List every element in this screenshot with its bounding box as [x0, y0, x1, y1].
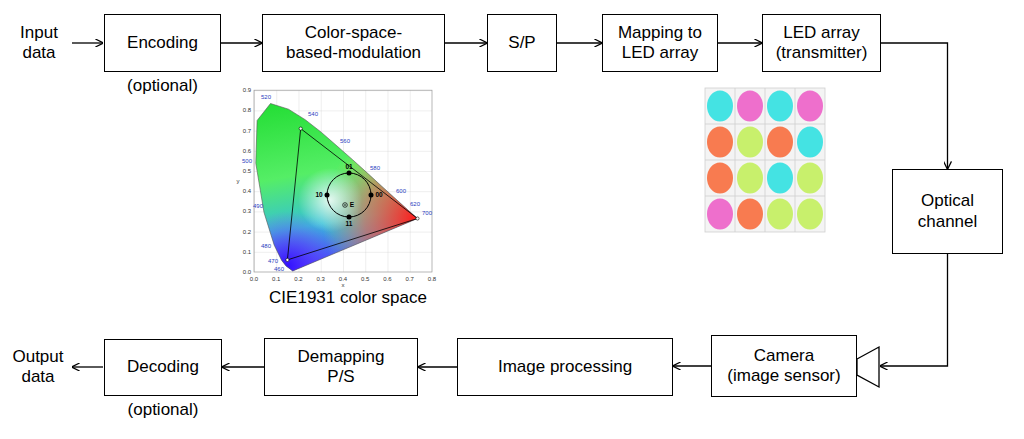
box-label: Color-space-based-modulation — [281, 23, 426, 64]
axis-tick: 0.7 — [243, 128, 251, 134]
flow-arrow — [445, 42, 487, 43]
box-label: Optical channel — [900, 191, 995, 232]
process-box: Color-space-based-modulation — [262, 14, 445, 72]
axis-name: y — [237, 178, 240, 184]
axis-tick: 0.2 — [243, 229, 251, 235]
axis-tick: 0.3 — [243, 208, 251, 214]
axis-tick: 0.5 — [361, 276, 369, 282]
axis-tick: 0.4 — [339, 276, 347, 282]
camera-lens — [857, 347, 879, 387]
constellation-label: 11 — [346, 221, 353, 228]
wavelength-label: 540 — [308, 111, 318, 117]
axis-tick: 0.5 — [243, 168, 251, 174]
axis-tick: 0.8 — [428, 276, 436, 282]
input-arrow — [72, 42, 103, 43]
flow-arrow — [881, 43, 948, 169]
process-box: Demapping P/S — [264, 338, 418, 396]
box-label: Mapping to LED array — [610, 23, 710, 64]
axis-tick: 0.0 — [243, 269, 251, 275]
wavelength-label: 480 — [261, 243, 271, 249]
wavelength-label: 470 — [268, 258, 278, 264]
wavelength-label: 700 — [422, 210, 432, 216]
output-arrow — [72, 366, 103, 367]
box-label: Camera (image sensor) — [727, 346, 842, 387]
flow-arrow — [418, 366, 457, 367]
constellation-label: 01 — [345, 164, 352, 171]
cie-chart — [254, 90, 432, 272]
process-box: LED array (transmitter) — [762, 14, 881, 72]
wavelength-label: 560 — [340, 138, 350, 144]
constellation-label: 10 — [315, 192, 322, 199]
axis-tick: 0.4 — [243, 188, 251, 194]
axis-tick: 0.2 — [294, 276, 302, 282]
process-box: Camera (image sensor) — [711, 335, 857, 397]
constellation-label: E — [350, 202, 354, 209]
wavelength-label: 520 — [261, 94, 271, 100]
box-note: (optional) — [127, 76, 198, 96]
wavelength-label: 580 — [370, 165, 380, 171]
box-label: Decoding — [127, 357, 199, 377]
axis-tick: 0.6 — [383, 276, 391, 282]
axis-tick: 0.6 — [243, 148, 251, 154]
flow-arrow — [221, 42, 262, 43]
box-label: LED array (transmitter) — [769, 23, 874, 64]
process-box: Encoding(optional) — [104, 14, 221, 72]
flow-arrow — [557, 42, 602, 43]
flow-arrow — [880, 254, 948, 366]
box-label: Encoding — [127, 33, 198, 53]
wavelength-label: 490 — [253, 203, 263, 209]
axis-tick: 0.0 — [250, 276, 258, 282]
process-box: Image processing — [457, 338, 673, 396]
box-label: Demapping P/S — [291, 347, 391, 388]
axis-name: x — [342, 282, 345, 288]
axis-tick: 0.8 — [243, 107, 251, 113]
axis-tick: 0.3 — [317, 276, 325, 282]
box-label: S/P — [508, 33, 535, 53]
process-box: Optical channel — [892, 169, 1003, 254]
box-note: (optional) — [128, 400, 199, 420]
io-label: Input data — [8, 23, 70, 62]
flow-arrow — [222, 366, 264, 367]
wavelength-label: 600 — [396, 188, 406, 194]
figure-caption: CIE1931 color space — [269, 289, 427, 306]
wavelength-label: 500 — [242, 158, 252, 164]
flow-arrow — [673, 365, 711, 366]
io-label: Output data — [7, 347, 69, 386]
axis-tick: 0.7 — [406, 276, 414, 282]
process-box: Mapping to LED array — [602, 14, 718, 72]
wavelength-label: 620 — [410, 201, 420, 207]
process-box: Decoding(optional) — [104, 339, 222, 396]
wavelength-label: 460 — [274, 266, 284, 272]
axis-tick: 0.1 — [272, 276, 280, 282]
axis-tick: 0.9 — [243, 87, 251, 93]
constellation-label: 00 — [375, 192, 382, 199]
led-array-illustration — [705, 88, 825, 232]
flow-arrow — [718, 42, 762, 43]
box-label: Image processing — [498, 357, 632, 377]
process-box: S/P — [487, 14, 557, 72]
axis-tick: 0.1 — [243, 249, 251, 255]
